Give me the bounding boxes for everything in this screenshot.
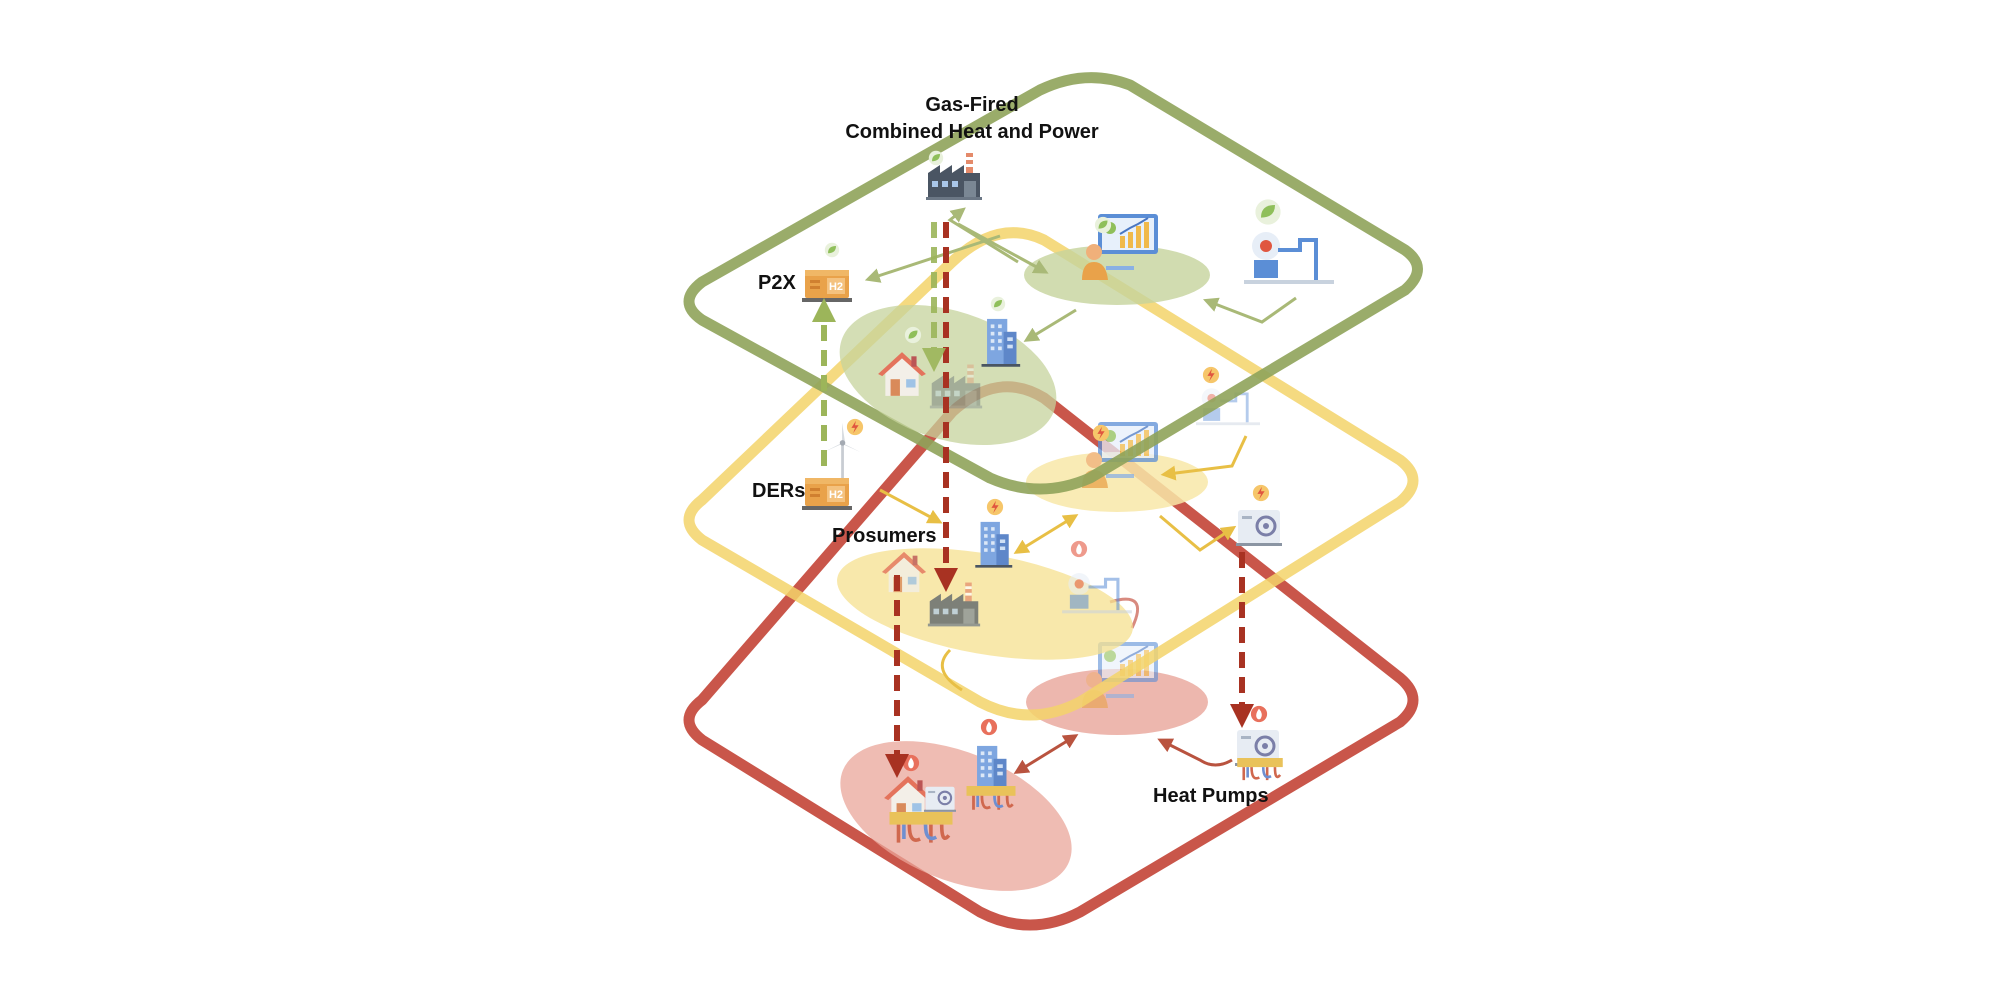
heat-operator-zone	[1026, 669, 1208, 735]
chp-leaf-badge-icon	[928, 150, 944, 166]
electric-heat-pump-bolt-badge-icon	[1252, 484, 1270, 502]
wind-bolt-badge-icon	[846, 418, 864, 436]
electric-flow-pump-operator	[1159, 514, 1237, 552]
ders-label: DERs	[752, 480, 806, 502]
electric-flow-house-chp	[940, 648, 963, 692]
p2x-h2-storage-icon	[802, 270, 852, 302]
ders-h2-storage-icon	[802, 478, 852, 510]
gas-layer-outline	[683, 72, 1423, 495]
electric-flow-ders-operator	[879, 488, 943, 524]
electric-substation-flame-badge-icon	[1070, 540, 1088, 558]
electric-flow-storage-operator	[1160, 435, 1248, 481]
electric-office-bolt-badge-icon	[986, 498, 1004, 516]
electricity-layer	[683, 227, 1419, 721]
inter-layer-arrows	[812, 222, 1254, 778]
p2x-label: P2X	[758, 272, 796, 294]
gas-flow-chp-operator-a	[957, 222, 1049, 274]
gas-operator-zone	[1024, 245, 1210, 305]
prosumers-label: Prosumers	[832, 525, 937, 547]
heat-prosumer-zone	[840, 741, 1072, 891]
heat-house-pump-icon	[922, 785, 958, 813]
chp-label-line2: Combined Heat and Power	[845, 121, 1099, 143]
gas-flow-chp-operator-b	[947, 207, 1019, 264]
heat-pumps-label: Heat Pumps	[1153, 785, 1269, 807]
heat-office-flame-badge-icon	[980, 718, 998, 736]
heat-pump-pipes-icon	[1236, 758, 1284, 782]
heat-pump-flame-badge-icon	[1250, 705, 1268, 723]
gas-operator-leaf-badge-icon	[1094, 216, 1112, 234]
gas-office-leaf-badge-icon	[990, 296, 1006, 312]
gas-source-leaf-badge-icon	[1255, 199, 1281, 225]
gas-flow-source-operator	[1202, 296, 1297, 324]
heat-flow-pump-operator	[1157, 738, 1233, 767]
electric-flow-office-operator	[1013, 514, 1079, 554]
gas-office-icon	[981, 318, 1021, 367]
heat-house-flame-badge-icon	[902, 754, 920, 772]
gas-flow-office-operator	[1023, 308, 1077, 342]
electric-office-icon	[975, 521, 1013, 568]
gas-house-leaf-badge-icon	[904, 326, 922, 344]
electric-heat-pump-icon	[1234, 508, 1284, 548]
gas-source-icon	[1244, 230, 1334, 286]
heat-flow-office-operator	[1013, 734, 1079, 774]
electric-operator-bolt-badge-icon	[1092, 424, 1110, 442]
p2x-leaf-badge-icon	[824, 242, 840, 258]
grid-storage-bolt-badge-icon	[1202, 366, 1220, 384]
chp-label-line1: Gas-Fired	[925, 94, 1019, 116]
